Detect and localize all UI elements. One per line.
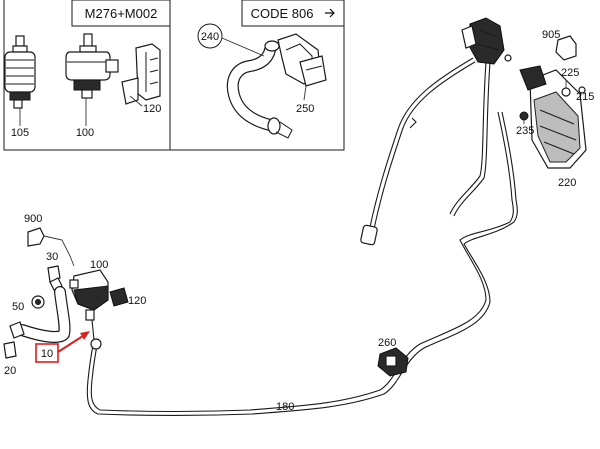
upper-tube-outline <box>369 57 476 229</box>
engine-variant-header: M276+M002 <box>85 6 158 21</box>
label-900: 900 <box>24 213 42 225</box>
code-header: CODE 806 <box>251 6 314 21</box>
part-260-connector <box>377 347 409 377</box>
label-250: 250 <box>296 103 314 115</box>
label-50: 50 <box>12 301 24 313</box>
valve-link <box>91 319 95 341</box>
part-215-ring <box>578 86 586 94</box>
leader-900 <box>43 235 75 267</box>
part-100-inset-valve <box>65 33 119 99</box>
leader-250 <box>303 85 307 101</box>
tube-clip <box>409 117 417 129</box>
part-120-inset-bracket <box>121 43 161 105</box>
upper-tube <box>370 58 475 229</box>
thin-line-d <box>501 111 518 223</box>
main-line-180-b <box>86 221 515 417</box>
label-225: 225 <box>561 67 579 79</box>
upper-fuel-rail-assembly <box>461 17 512 65</box>
leader-240 <box>221 37 265 57</box>
label-20: 20 <box>4 365 16 377</box>
part-900-clip <box>27 227 45 247</box>
label-180: 180 <box>276 401 294 413</box>
part-105-valve <box>4 35 36 109</box>
label-905: 905 <box>542 29 560 41</box>
label-220: 220 <box>558 177 576 189</box>
label-30: 30 <box>46 251 58 263</box>
part-50-clamp <box>31 295 45 309</box>
part-30-elbow <box>47 265 63 291</box>
thin-line-b <box>453 61 491 217</box>
part-250-tube <box>277 33 327 87</box>
label-120: 120 <box>128 295 146 307</box>
label-215: 215 <box>576 91 594 103</box>
highlight-arrow-shaft <box>57 333 87 353</box>
hose-ring <box>90 338 102 350</box>
thin-line-a <box>449 61 487 215</box>
main-line-180-a <box>90 221 511 413</box>
part-905-connector <box>555 35 577 61</box>
callout-240 <box>197 23 223 49</box>
arrow-right-icon <box>325 8 335 18</box>
label-100-inset: 100 <box>76 127 94 139</box>
part-100-purge-valve <box>69 269 109 321</box>
part-235-ring <box>519 111 529 121</box>
leader-120-inset <box>129 95 143 107</box>
label-10: 10 <box>41 348 53 360</box>
label-260: 260 <box>378 337 396 349</box>
part-120-bracket <box>109 287 129 307</box>
part-220-canister <box>519 65 587 169</box>
part-240-hose <box>226 40 293 139</box>
label-240: 240 <box>201 31 219 43</box>
highlight-box-10 <box>35 343 59 363</box>
thin-line-c <box>497 111 514 223</box>
highlight-arrow-head <box>80 331 90 340</box>
label-105: 105 <box>11 127 29 139</box>
hose-10 <box>17 287 70 342</box>
part-10-end <box>9 321 25 339</box>
part-225-ring <box>561 87 571 97</box>
tube-connector-lower <box>360 224 378 246</box>
label-120-inset: 120 <box>143 103 161 115</box>
label-235: 235 <box>516 125 534 137</box>
label-100: 100 <box>90 259 108 271</box>
part-20-elbow <box>3 341 17 359</box>
